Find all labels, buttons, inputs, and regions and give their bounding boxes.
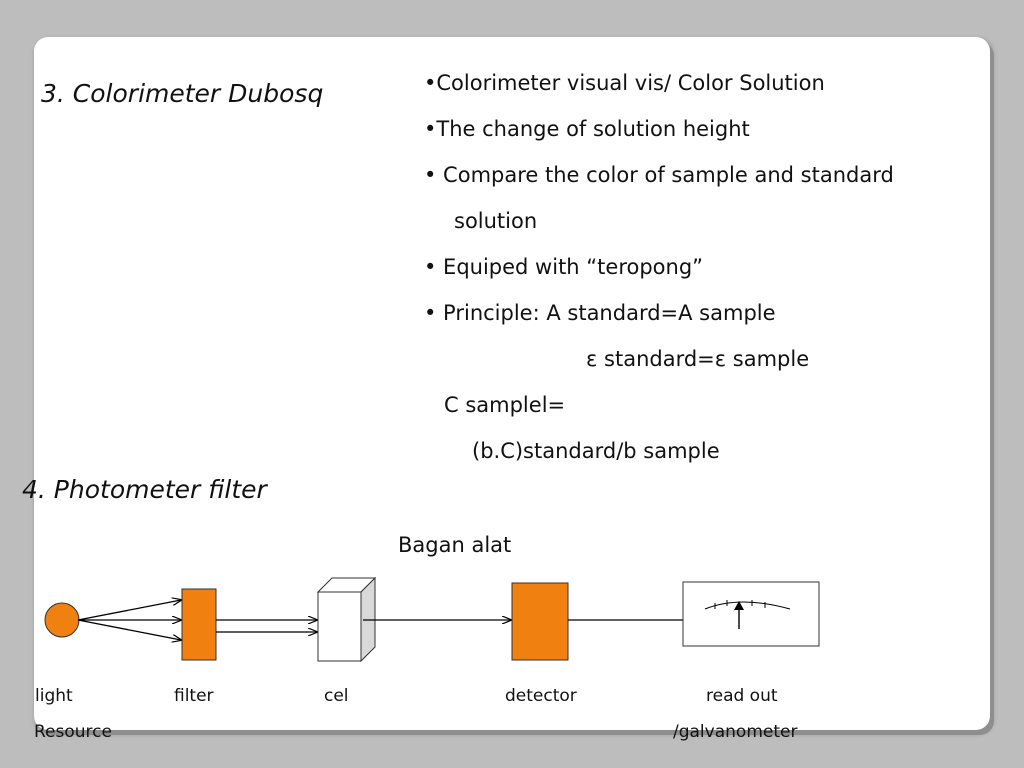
bullet-compare-color: • Compare the color of sample and standa… bbox=[424, 163, 894, 187]
bullet-colorimeter-visual: •Colorimeter visual vis/ Color Solution bbox=[424, 71, 825, 95]
label-filter: filter bbox=[174, 686, 214, 706]
bullet-compare-color-continued: solution bbox=[454, 209, 538, 233]
colorimeter-heading: 3. Colorimeter Dubosq bbox=[41, 79, 324, 108]
bullet-c-sample: C samplel= bbox=[444, 393, 566, 417]
label-light: light bbox=[35, 686, 73, 706]
filter-block bbox=[181, 588, 217, 661]
bullet-formula: (b.C)standard/b sample bbox=[472, 439, 720, 463]
label-cel: cel bbox=[324, 686, 349, 706]
detector-block bbox=[511, 582, 569, 661]
diagram-title: Bagan alat bbox=[398, 533, 512, 557]
label-galvanometer: /galvanometer bbox=[673, 722, 798, 742]
light-rays bbox=[77, 600, 181, 640]
label-read-out: read out bbox=[706, 686, 778, 706]
label-detector: detector bbox=[505, 686, 577, 706]
label-resource: Resource bbox=[34, 722, 112, 742]
colorimeter-bullet-list: •Colorimeter visual vis/ Color Solution … bbox=[424, 60, 1014, 474]
filter-beams bbox=[216, 620, 317, 632]
galvanometer-readout bbox=[682, 581, 820, 647]
photometer-heading: 4. Photometer filter bbox=[22, 475, 267, 504]
bullet-principle: • Principle: A standard=A sample bbox=[424, 301, 776, 325]
bullet-equiped-teropong: • Equiped with “teropong” bbox=[424, 255, 704, 279]
light-source-icon bbox=[44, 602, 80, 638]
bullet-solution-height: •The change of solution height bbox=[424, 117, 750, 141]
bullet-epsilon-equation: ε standard=ε sample bbox=[586, 347, 810, 371]
